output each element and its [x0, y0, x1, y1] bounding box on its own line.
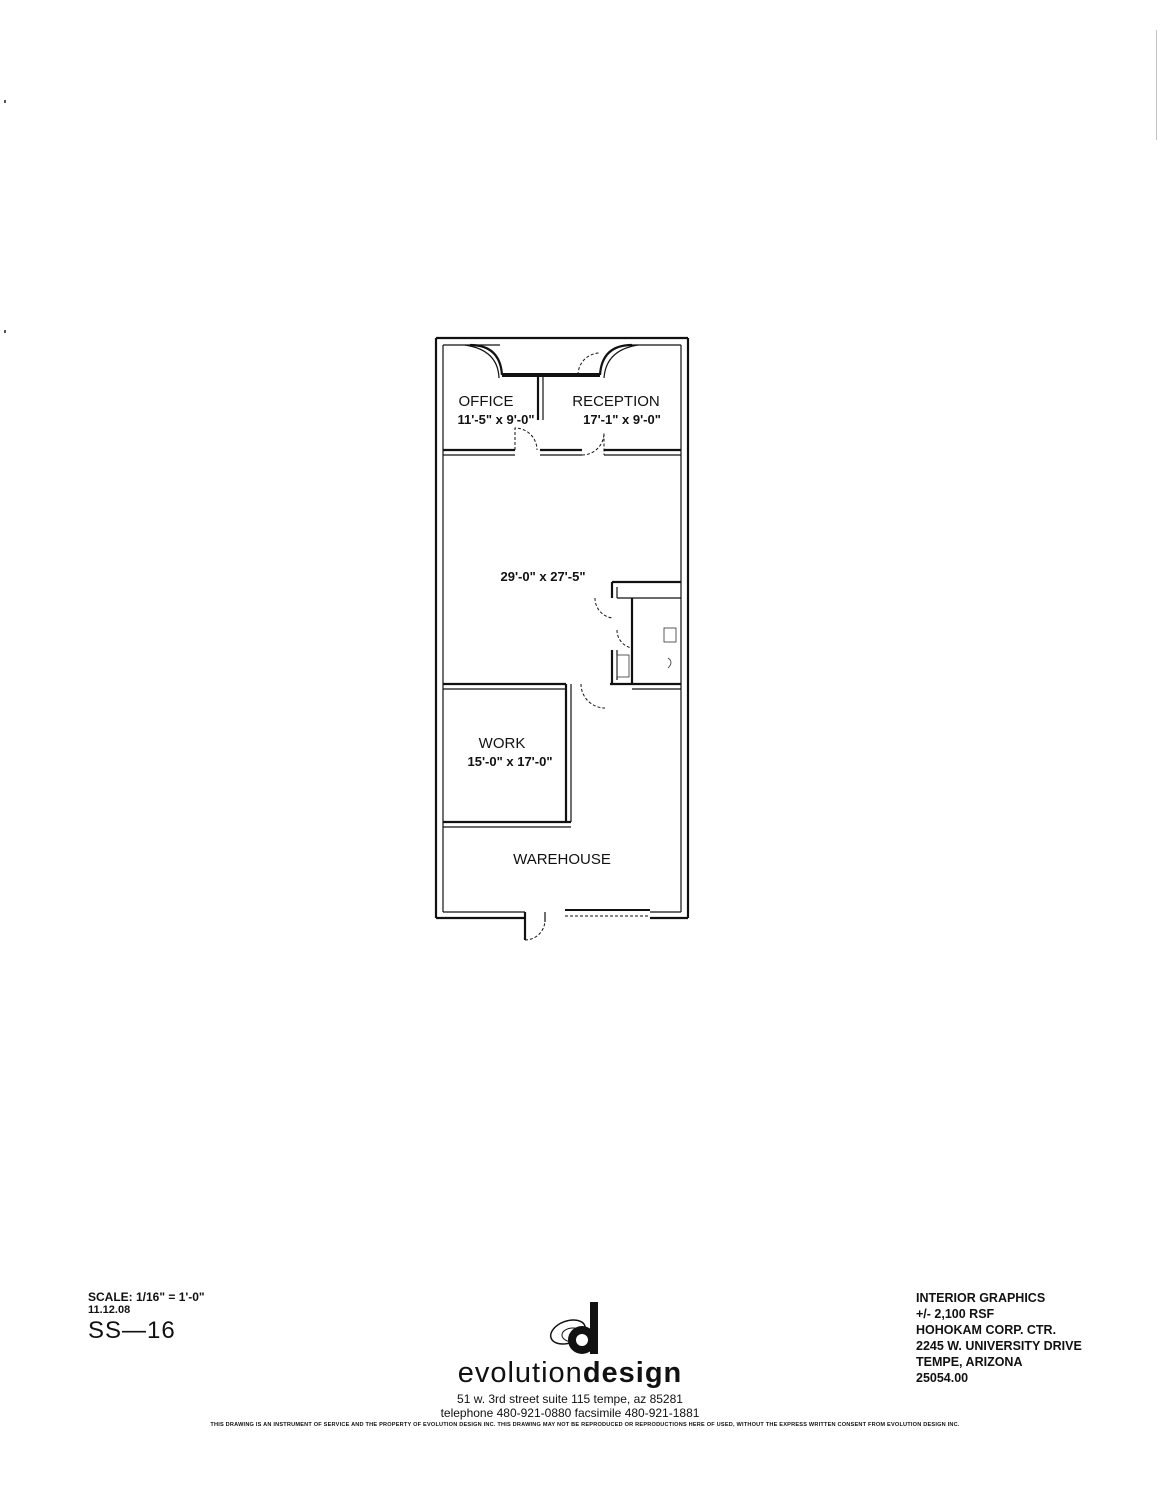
- disclaimer: THIS DRAWING IS AN INSTRUMENT OF SERVICE…: [210, 1422, 960, 1428]
- drawing-date: 11.12.08: [88, 1304, 131, 1316]
- main-area-dims: 29'-0" x 27'-5": [500, 569, 585, 584]
- firm-name-part1: evolution: [457, 1357, 583, 1389]
- work-room-walls: [443, 682, 681, 828]
- project-line: 25054.00: [916, 1371, 969, 1385]
- firm-logo: evolutiondesign: [440, 1298, 700, 1388]
- office-dims: 11'-5" x 9'-0": [457, 412, 534, 427]
- storefront: [464, 343, 639, 379]
- project-info: INTERIOR GRAPHICS +/- 2,100 RSF HOHOKAM …: [916, 1290, 1082, 1386]
- sheet-number: SS—16: [88, 1317, 176, 1344]
- scan-mark: [4, 330, 6, 333]
- project-line: HOHOKAM CORP. CTR.: [916, 1323, 1057, 1337]
- project-line: 2245 W. UNIVERSITY DRIVE: [916, 1339, 1082, 1353]
- exterior-walls: [434, 336, 690, 920]
- firm-name-part2: design: [582, 1357, 683, 1389]
- front-partitions: [443, 375, 681, 456]
- firm-address: 51 w. 3rd street suite 115 tempe, az 852…: [360, 1392, 780, 1420]
- warehouse-label: WAREHOUSE: [513, 851, 611, 868]
- scale-note: SCALE: 1/16" = 1'-0": [88, 1290, 205, 1304]
- scan-mark: [1156, 30, 1157, 140]
- firm-street: 51 w. 3rd street suite 115 tempe, az 852…: [457, 1392, 683, 1406]
- firm-phones: telephone 480-921-0880 facsimile 480-921…: [440, 1406, 700, 1420]
- rear-doors: [523, 909, 650, 941]
- scan-mark: [4, 100, 6, 103]
- floor-plan: OFFICE 11'-5" x 9'-0" RECEPTION 17'-1" x…: [434, 336, 690, 941]
- project-line: INTERIOR GRAPHICS: [916, 1291, 1046, 1305]
- restroom-block: [594, 580, 681, 684]
- reception-label: RECEPTION: [572, 393, 660, 410]
- work-dims: 15'-0" x 17'-0": [467, 754, 552, 769]
- reception-dims: 17'-1" x 9'-0": [583, 412, 661, 427]
- project-line: TEMPE, ARIZONA: [916, 1355, 1023, 1369]
- title-block-left: SCALE: 1/16" = 1'-0" 11.12.08 SS—16: [88, 1290, 205, 1345]
- office-label: OFFICE: [459, 393, 514, 410]
- work-label: WORK: [479, 735, 526, 752]
- project-line: +/- 2,100 RSF: [916, 1307, 995, 1321]
- firm-name: evolutiondesign: [440, 1358, 700, 1388]
- logo-d-icon: [440, 1298, 700, 1356]
